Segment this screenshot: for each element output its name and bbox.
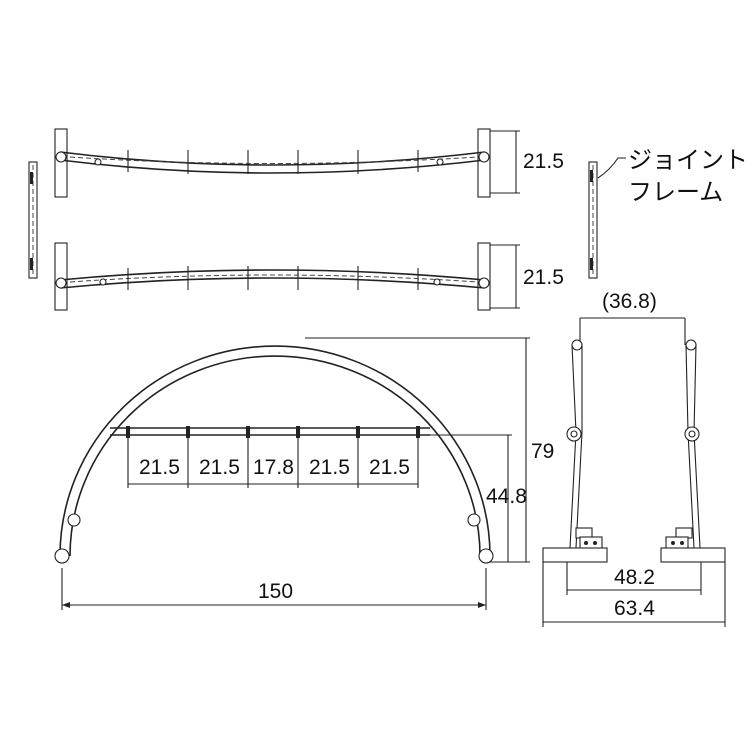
hook-spacing-2: 21.5 [199, 456, 240, 479]
inner-base-dimension: 48.2 [614, 566, 655, 589]
rail-height-dimension: 44.8 [486, 485, 527, 508]
hook-spacing-1: 21.5 [139, 456, 180, 479]
top-view-lower [54, 242, 520, 311]
front-view [54, 337, 530, 610]
front-hooks [126, 426, 420, 438]
side-view [542, 317, 726, 627]
top-width-dimension: (36.8) [602, 290, 657, 313]
joint-frame-label-line1: ジョイント [628, 146, 748, 174]
outer-base-dimension: 63.4 [614, 597, 655, 620]
total-width-dimension: 150 [258, 580, 293, 603]
lower-height-dimension: 21.5 [523, 266, 564, 289]
upper-height-dimension: 21.5 [523, 150, 564, 173]
total-height-dimension: 79 [531, 440, 554, 463]
joint-frame-part [588, 157, 626, 279]
left-frame-bar [28, 161, 38, 279]
hook-spacing-3: 17.8 [253, 456, 294, 479]
joint-frame-label-line2: フレーム [628, 178, 723, 206]
hook-spacing-5: 21.5 [369, 456, 410, 479]
hook-spacing-4: 21.5 [309, 456, 350, 479]
lower-hooks [127, 266, 419, 290]
upper-hooks [127, 150, 419, 174]
top-view-upper [54, 128, 520, 198]
